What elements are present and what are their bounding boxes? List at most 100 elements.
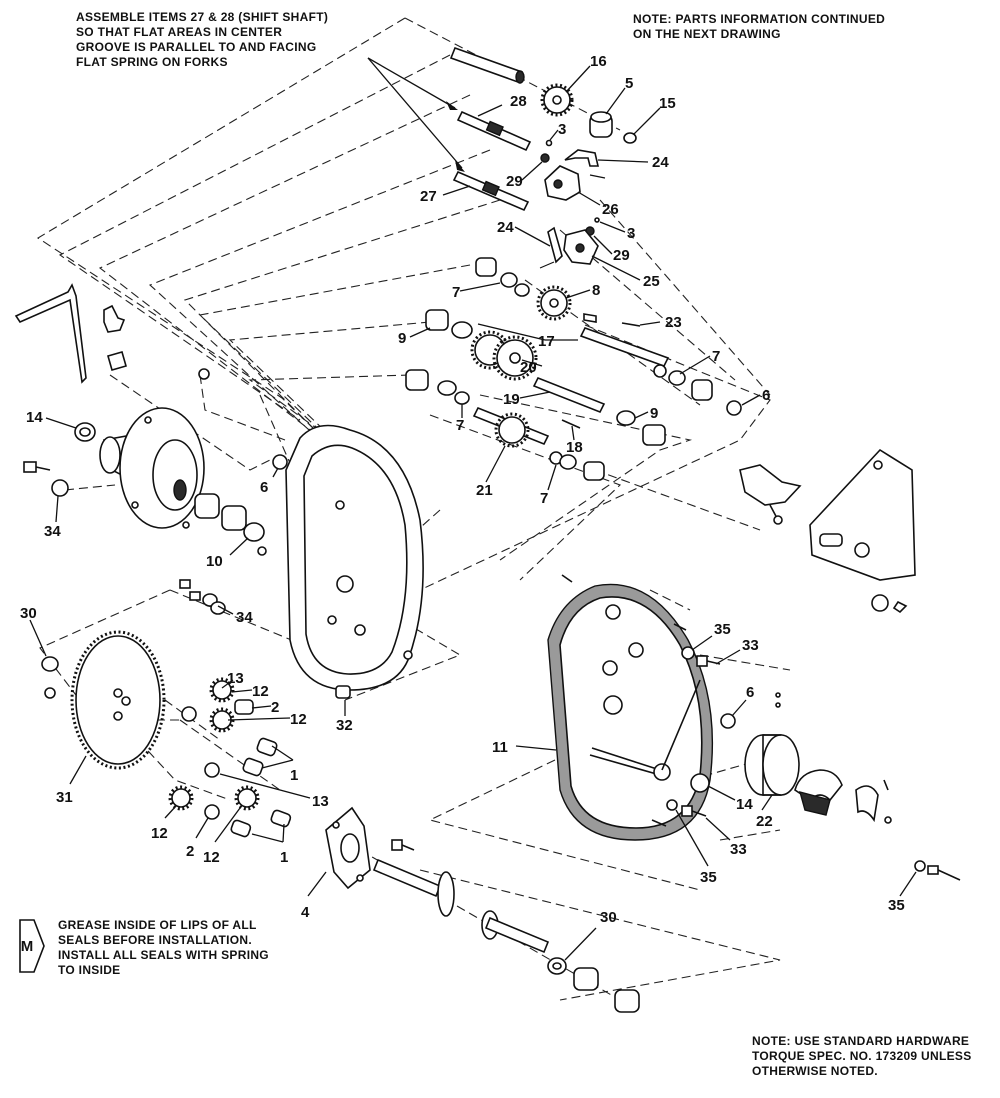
callout-10: 10	[206, 553, 223, 570]
ball-3b	[594, 217, 600, 223]
fork-screw	[539, 261, 555, 269]
axle-shaft-upper	[372, 858, 455, 917]
gear-16	[540, 83, 574, 117]
instruction-arrows	[367, 57, 465, 172]
callout-30b: 30	[600, 909, 617, 926]
bushing-7-middle	[405, 369, 470, 405]
bearings-10	[194, 493, 267, 556]
callout-2a: 2	[271, 699, 279, 716]
callout-8: 8	[592, 282, 600, 299]
shift-lever	[14, 283, 127, 384]
callout-6b: 6	[260, 479, 268, 496]
bushings-bottom	[573, 967, 640, 1013]
o-ring-15	[623, 132, 637, 144]
callout-7a: 7	[452, 284, 460, 301]
callout-12d: 12	[203, 849, 220, 866]
callout-34b: 34	[236, 609, 253, 626]
plate-hardware	[871, 594, 908, 614]
seal-14-left	[74, 422, 96, 442]
axle-shaft-lower	[481, 910, 550, 954]
fork-spring-24a	[564, 149, 606, 179]
left-gear-housing	[285, 424, 424, 699]
callout-35b: 35	[700, 869, 717, 886]
fork-spring-24b	[547, 226, 563, 264]
bushing-5	[589, 111, 613, 138]
callout-35c: 35	[888, 897, 905, 914]
callout-18: 18	[566, 439, 583, 456]
callout-30a: 30	[20, 605, 37, 622]
right-gear-housing-11	[547, 583, 714, 841]
washer-30-left	[41, 656, 59, 699]
callout-12b: 12	[290, 711, 307, 728]
bushing-7-right	[653, 364, 713, 401]
callout-9a: 9	[398, 330, 406, 347]
small-nut	[198, 368, 210, 380]
callout-7b: 7	[712, 348, 720, 365]
axle-flange-hub	[99, 407, 205, 529]
bolt-35-right	[914, 860, 961, 881]
mounting-bracket-small	[739, 464, 802, 525]
callout-9b: 9	[650, 405, 658, 422]
mounting-plate-large	[809, 448, 916, 581]
callout-28: 28	[510, 93, 527, 110]
brake-band	[794, 769, 892, 824]
washer-30-bottom	[547, 957, 567, 975]
shift-shaft-28	[456, 110, 532, 152]
washers-9-lower	[616, 410, 666, 446]
nut-6-left	[272, 454, 288, 470]
callout-33b: 33	[730, 841, 747, 858]
parts-continued-note: NOTE: PARTS INFORMATION CONTINUED ON THE…	[633, 12, 886, 41]
callout-22: 22	[756, 813, 773, 830]
callout-13a: 13	[227, 670, 244, 687]
callout-25: 25	[643, 273, 660, 290]
seal-14-right	[690, 773, 710, 793]
callout-7c: 7	[456, 417, 464, 434]
callout-14a: 14	[26, 409, 43, 426]
shift-fork-25	[563, 229, 599, 265]
callout-5: 5	[625, 75, 633, 92]
spring-29a	[540, 153, 550, 163]
bolt-33-upper	[681, 646, 721, 667]
callout-27: 27	[420, 188, 437, 205]
callout-34a: 34	[44, 523, 61, 540]
callout-12c: 12	[151, 825, 168, 842]
callout-20: 20	[520, 359, 537, 376]
shift-fork-26	[544, 165, 581, 201]
callout-16: 16	[590, 53, 607, 70]
callout-leaders	[29, 65, 917, 961]
callout-2b: 2	[186, 843, 194, 860]
sprocket-17-20	[470, 330, 538, 381]
callout-19: 19	[503, 391, 520, 408]
ring-gear-31	[70, 630, 166, 770]
callout-29a: 29	[506, 173, 523, 190]
bolt-34-left	[23, 461, 69, 497]
pins-right	[561, 574, 687, 827]
m-symbol-label: M	[21, 938, 34, 955]
bolt-33-lower	[666, 799, 707, 817]
callout-3b: 3	[627, 225, 635, 242]
callout-33a: 33	[742, 637, 759, 654]
torque-spec-note: NOTE: USE STANDARD HARDWARE TORQUE SPEC.…	[752, 1034, 972, 1078]
callout-3a: 3	[558, 121, 566, 138]
callout-31: 31	[56, 789, 73, 806]
callout-15: 15	[659, 95, 676, 112]
bushing-9-upper	[425, 309, 473, 339]
differential-pinions	[168, 677, 292, 838]
callout-11: 11	[492, 739, 508, 756]
bolts-34-lower	[179, 579, 226, 615]
nut-6-housing	[720, 713, 736, 729]
callout-6a: 6	[762, 387, 770, 404]
callout-23: 23	[665, 314, 682, 331]
callout-7d: 7	[540, 490, 548, 507]
callout-24b: 24	[497, 219, 514, 236]
callout-numbers: 16 5 15 28 3 24 29 27 26 3 24 29 25 7 8 …	[20, 53, 905, 926]
pulley-22	[744, 692, 800, 796]
m-symbol-icon: M	[19, 919, 45, 973]
shift-shaft-assembly-note: ASSEMBLE ITEMS 27 & 28 (SHIFT SHAFT) SO …	[76, 10, 329, 69]
washers-7-lower	[549, 451, 605, 481]
grease-seals-note: GREASE INSIDE OF LIPS OF ALL SEALS BEFOR…	[58, 918, 269, 977]
key-23	[621, 322, 641, 327]
key-23a	[583, 313, 597, 323]
callout-1b: 1	[280, 849, 288, 866]
